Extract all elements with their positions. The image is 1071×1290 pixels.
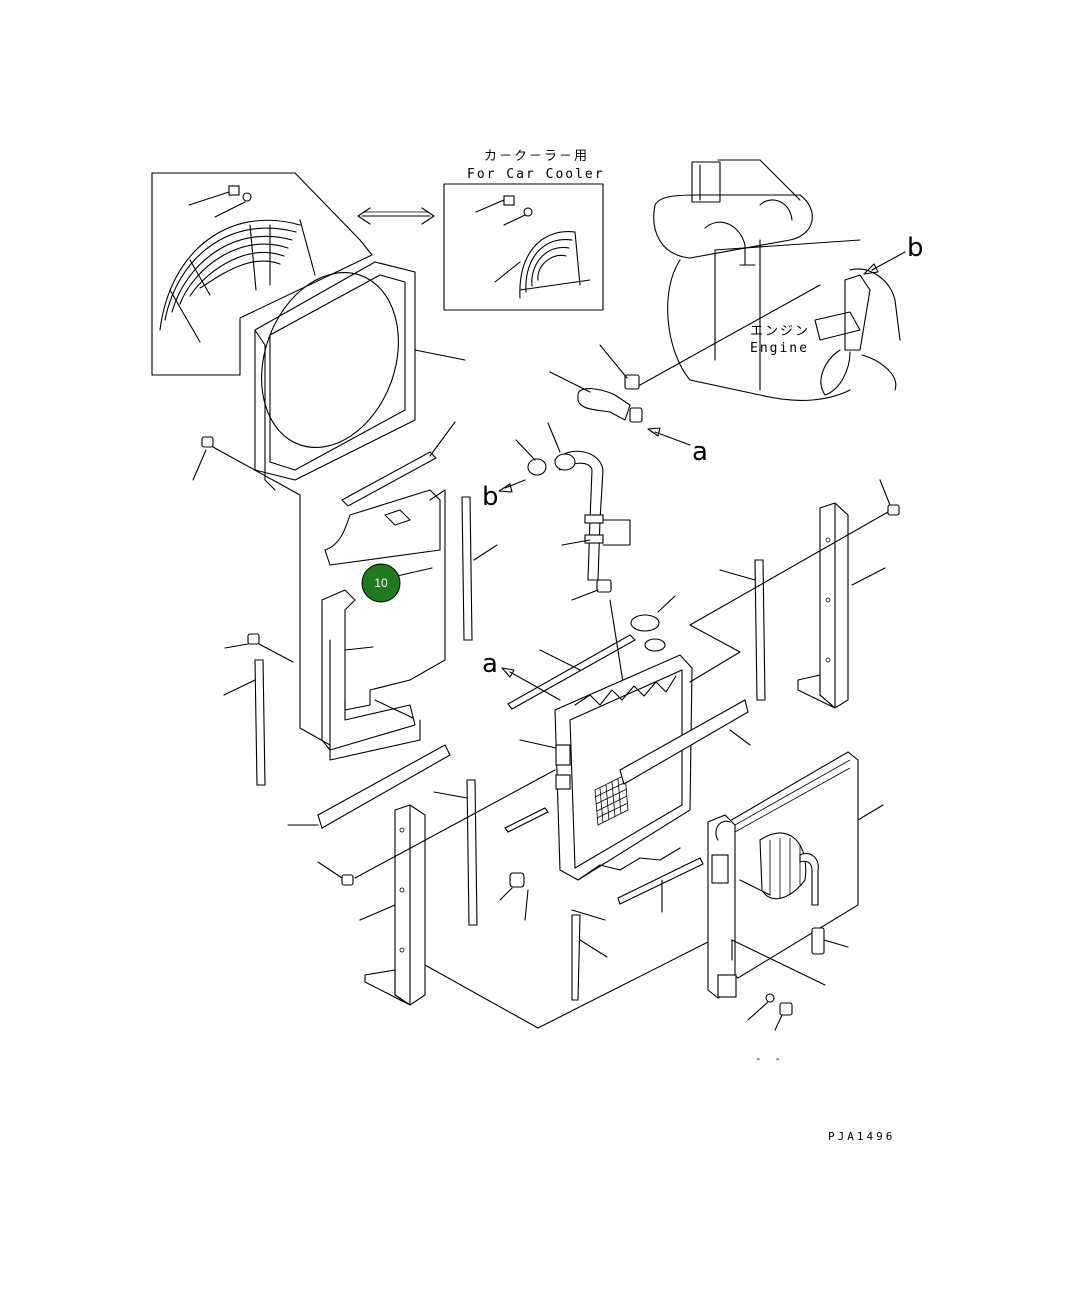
- drawing-code: PJA1496: [828, 1130, 895, 1143]
- car-cooler-jp-label: カ－ク－ラ－用: [484, 149, 589, 164]
- ref-b-engine: b: [907, 233, 924, 263]
- radiator-core-mesh: [594, 774, 629, 826]
- condenser: - -: [707, 751, 884, 1065]
- fan-guard-inset: [151, 172, 373, 376]
- engine-jp-label: エンジン: [750, 324, 810, 339]
- engine-en-label: Engine: [750, 341, 809, 356]
- ref-a-radiator: a: [482, 649, 498, 679]
- seal-strips: [223, 421, 766, 1001]
- callout-10-label: 10: [374, 576, 388, 590]
- ref-a-radiator-arrow: a: [482, 649, 561, 701]
- ref-b-hose: b: [482, 482, 499, 512]
- car-cooler-en-label: For Car Cooler: [467, 167, 605, 182]
- swap-arrow: [357, 207, 435, 225]
- left-bracket: [354, 769, 556, 1006]
- dash-mark: - -: [755, 1052, 784, 1065]
- baffle-plates: [321, 489, 446, 761]
- bolts-left: [192, 436, 354, 886]
- right-bracket: [689, 479, 900, 709]
- upper-hose: b: [482, 422, 631, 601]
- engine-assembly: エンジン Engine b: [653, 159, 924, 401]
- callout-10[interactable]: 10: [361, 563, 433, 603]
- upper-clamp-group: a: [549, 284, 821, 467]
- car-cooler-inset: カ－ク－ラ－用 For Car Cooler: [443, 149, 605, 311]
- radiator: [499, 654, 751, 921]
- callout-10-circle[interactable]: [361, 563, 401, 603]
- ref-a-engine: a: [692, 437, 708, 467]
- bottom-leaders: [424, 941, 709, 1029]
